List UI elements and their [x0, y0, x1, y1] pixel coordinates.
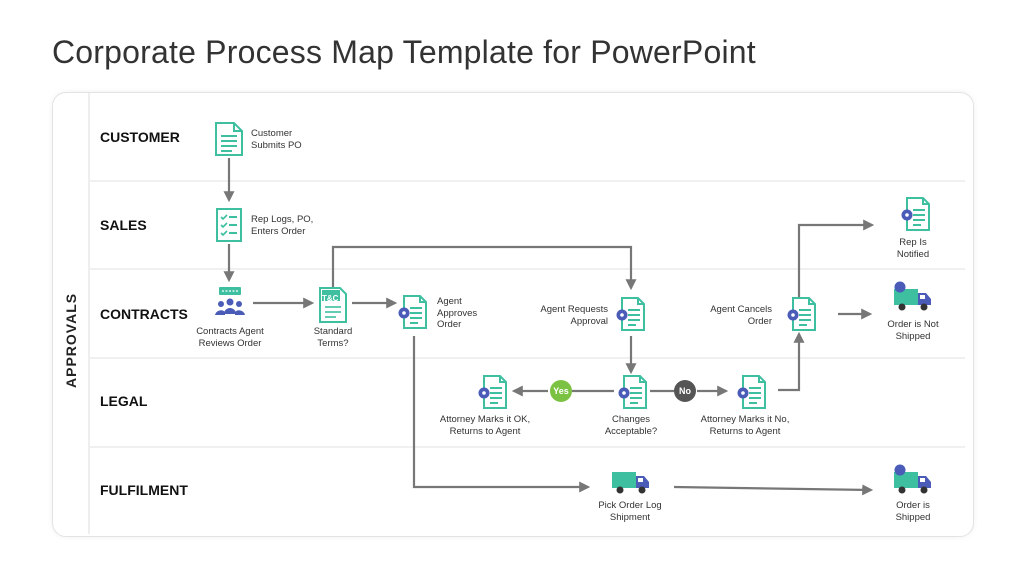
attorney-no-label: Attorney Marks it No, Returns to Agent [700, 414, 790, 437]
arrow-cancel-to-notified [797, 219, 875, 297]
rep-notified-label: Rep Is Notified [896, 237, 930, 260]
document-icon [215, 122, 243, 156]
approve-document-icon [398, 295, 427, 329]
agent-approves-label: Agent Approves Order [437, 296, 478, 330]
terms-document-icon [319, 287, 347, 323]
lane-legal: LEGAL [100, 393, 148, 409]
request-document-icon [616, 297, 645, 331]
lane-sales: SALES [100, 217, 147, 233]
attorney-ok-document-icon [478, 375, 507, 409]
checklist-icon [216, 208, 242, 242]
no-badge: No [674, 380, 696, 402]
lane-fulfilment: FULFILMENT [100, 482, 188, 498]
agent-requests-label: Agent Requests Approval [540, 304, 608, 327]
changes-acceptable-label: Changes Acceptable? [604, 414, 658, 437]
lane-customer: CUSTOMER [100, 129, 180, 145]
arrow-pick-to-shipped [673, 484, 874, 496]
customer-submits-label: Customer Submits PO [251, 128, 302, 151]
arrow-tc-to-request [331, 245, 637, 291]
attorney-no-document-icon [737, 375, 766, 409]
process-map-frame [52, 92, 974, 537]
changes-document-icon [618, 375, 647, 409]
pick-order-label: Pick Order Log Shipment [598, 500, 662, 523]
rep-logs-label: Rep Logs, PO, Enters Order [251, 214, 314, 237]
arrow-attorney-no-to-cancel [778, 331, 805, 392]
order-not-shipped-label: Order is Not Shipped [887, 319, 939, 342]
yes-badge: Yes [550, 380, 572, 402]
lane-contracts: CONTRACTS [100, 306, 188, 322]
arrow-approve-to-pick [412, 336, 591, 493]
notified-document-icon [901, 197, 930, 231]
page-title: Corporate Process Map Template for Power… [52, 34, 756, 70]
contracts-agent-label: Contracts Agent Reviews Order [196, 326, 264, 349]
order-shipped-label: Order is Shipped [895, 500, 931, 523]
shipped-truck-icon [894, 464, 931, 494]
attorney-ok-label: Attorney Marks it OK, Returns to Agent [439, 414, 531, 437]
not-shipped-truck-icon [894, 281, 931, 311]
cancel-document-icon [787, 297, 816, 331]
standard-terms-label: Standard Terms? [313, 326, 353, 349]
agent-cancels-label: Agent Cancels Order [710, 304, 772, 327]
delivery-truck-icon [612, 472, 649, 494]
team-icon [215, 287, 245, 315]
tc-icon-label: T&C [322, 294, 339, 303]
